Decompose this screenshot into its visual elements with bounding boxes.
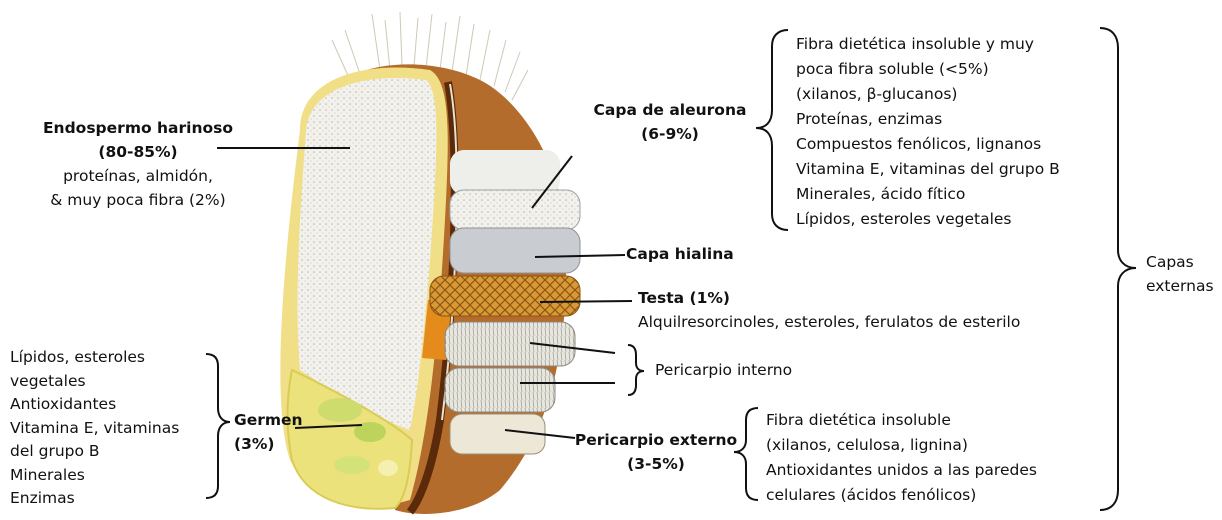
endosperm-area	[298, 78, 437, 430]
germ-items: Lípidos, esteroles vegetales Antioxidant…	[10, 346, 179, 511]
outer-pericarp-item: celulares (ácidos fenólicos)	[766, 483, 1037, 508]
aleurone-item: Vitamina E, vitaminas del grupo B	[796, 157, 1060, 182]
aleurone-item: Minerales, ácido fítico	[796, 182, 1060, 207]
outer-pericarp-item: Antioxidantes unidos a las paredes	[766, 458, 1037, 483]
outer-pericarp-title: Pericarpio externo	[570, 428, 742, 452]
aleurone-item: Proteínas, enzimas	[796, 107, 1060, 132]
germ-item: Enzimas	[10, 487, 179, 511]
germ-item: Vitamina E, vitaminas	[10, 417, 179, 441]
outer-layers-label: Capas externas	[1146, 250, 1214, 298]
aleurone-item: Compuestos fenólicos, lignanos	[796, 132, 1060, 157]
outer-layers-brace	[1100, 28, 1136, 510]
aleurone-title: Capa de aleurona	[590, 98, 750, 122]
outer-pericarp-items: Fibra dietética insoluble (xilanos, celu…	[766, 408, 1037, 508]
outer-pericarp-item: (xilanos, celulosa, lignina)	[766, 433, 1037, 458]
endosperm-desc-1: proteínas, almidón,	[18, 164, 258, 188]
inner-pericarp-brace	[628, 345, 644, 395]
endosperm-label: Endospermo harinoso (80-85%) proteínas, …	[18, 116, 258, 212]
endosperm-desc-2: & muy poca fibra (2%)	[18, 188, 258, 212]
aleurone-item: poca fibra soluble (<5%)	[796, 57, 1060, 82]
germ-label: Germen (3%)	[234, 408, 303, 456]
outer-pericarp-item: Fibra dietética insoluble	[766, 408, 1037, 433]
outer-layers-line-2: externas	[1146, 274, 1214, 298]
germ-brace	[206, 354, 230, 498]
aleurone-pct: (6-9%)	[590, 122, 750, 146]
germ-item: Minerales	[10, 464, 179, 488]
hyaline-label: Capa hialina	[626, 242, 734, 266]
outer-layers-line-1: Capas	[1146, 250, 1214, 274]
germ-title: Germen	[234, 408, 303, 432]
aleurone-item: Lípidos, esteroles vegetales	[796, 207, 1060, 232]
aleurone-item: Fibra dietética insoluble y muy	[796, 32, 1060, 57]
outer-pericarp-label: Pericarpio externo (3-5%)	[570, 428, 742, 476]
testa-desc: Alquilresorcinoles, esteroles, ferulatos…	[638, 310, 1020, 334]
outer-pericarp-pct: (3-5%)	[570, 452, 742, 476]
endosperm-title: Endospermo harinoso	[18, 116, 258, 140]
inner-pericarp-label: Pericarpio interno	[655, 358, 792, 382]
endosperm-pct: (80-85%)	[18, 140, 258, 164]
germ-item: Antioxidantes	[10, 393, 179, 417]
aleurone-label: Capa de aleurona (6-9%)	[590, 98, 750, 146]
germ-item: Lípidos, esteroles	[10, 346, 179, 370]
aleurone-item: (xilanos, β-glucanos)	[796, 82, 1060, 107]
testa-title: Testa (1%)	[638, 286, 730, 310]
aleurone-items: Fibra dietética insoluble y muy poca fib…	[796, 32, 1060, 232]
aleurone-brace	[756, 30, 788, 230]
germ-item: del grupo B	[10, 440, 179, 464]
germ-item: vegetales	[10, 370, 179, 394]
germ-pct: (3%)	[234, 432, 303, 456]
